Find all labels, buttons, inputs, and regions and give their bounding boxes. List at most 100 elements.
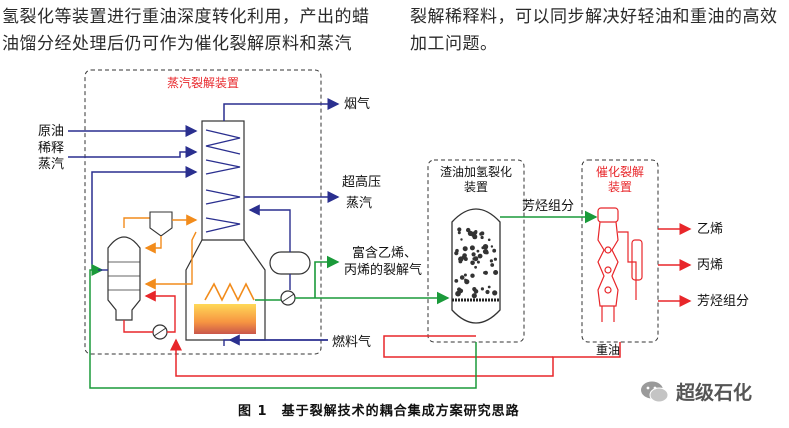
watermark: 超级石化 — [640, 378, 752, 405]
separator-bottom-line — [144, 236, 162, 254]
catalyst-particle — [462, 253, 467, 258]
residue-hydrocracking-unit-box — [427, 159, 525, 343]
catalyst-particle — [454, 279, 459, 283]
burner-flames — [194, 304, 256, 334]
feed-label: 原油 — [38, 124, 64, 139]
propylene-label: 丙烯 — [697, 258, 723, 273]
dilution-steam-line — [68, 146, 198, 158]
catalyst-particle — [458, 259, 463, 264]
heavy-oil-recycle-line — [170, 338, 621, 377]
steam-cracking-unit-title: 蒸汽裂解装置 — [167, 75, 239, 90]
dilution-label-line2: 蒸汽 — [38, 157, 64, 172]
catalyst-particle — [459, 275, 465, 280]
catalyst-particle — [472, 234, 478, 240]
intro-paragraph-left: 氢裂化等装置进行重油深度转化利用，产出的蜡 油馏分经处理后仍可作为催化裂解原料和… — [2, 4, 392, 58]
catalyst-particle — [487, 238, 491, 242]
fuel-gas-line — [223, 339, 328, 346]
fractionation-column — [107, 236, 141, 321]
catalyst-particle — [464, 279, 470, 285]
catalyst-particle — [474, 265, 477, 269]
column-bottoms-line — [123, 320, 153, 333]
catalyst-particle — [476, 260, 480, 264]
return-to-convection-line — [91, 166, 198, 270]
hydro-bottoms-recycle-line — [89, 264, 477, 389]
convection-coil-1 — [205, 129, 241, 155]
catalyst-particle — [458, 288, 464, 294]
hydrocracking-unit-title-line2: 装置 — [464, 180, 488, 194]
aromatics-transfer-label: 芳烃组分 — [522, 199, 574, 214]
figure-caption: 图 1 基于裂解技术的耦合集成方案研究思路 — [238, 404, 520, 419]
catalyst-particle — [466, 227, 471, 233]
steam-drum — [269, 251, 311, 275]
paragraph-line: 氢裂化等装置进行重油深度转化利用，产出的蜡 — [2, 7, 370, 27]
catalyst-particle — [479, 232, 483, 236]
fuel-gas-label: 燃料气 — [332, 334, 371, 350]
catalyst-particle — [471, 293, 477, 299]
heavy-oil-label: 重油 — [596, 343, 620, 357]
catalyst-particle — [485, 289, 490, 295]
overhead-recycle-line — [123, 217, 150, 228]
cracked-gas-label-line2: 丙烯的裂解气 — [344, 262, 422, 278]
catalyst-particle — [490, 263, 495, 267]
paragraph-line: 加工问题。 — [410, 34, 498, 54]
catalyst-particle — [480, 235, 484, 240]
catalyst-particle — [473, 289, 479, 294]
cracked-gas-label-line1: 富含乙烯、 — [352, 245, 417, 261]
catalyst-particle — [460, 238, 463, 241]
catalyst-particle — [490, 245, 494, 248]
catalyst-particle — [493, 270, 499, 275]
catalyst-particle — [470, 273, 475, 278]
watermark-text: 超级石化 — [676, 382, 753, 404]
catalyst-particle — [457, 227, 462, 232]
catalyst-particle — [469, 245, 475, 251]
bottoms-exchanger-symbol — [153, 327, 167, 337]
paragraph-line: 裂解稀释料，可以同步解决好轻油和重油的高效 — [410, 7, 778, 27]
catalyst-particle — [477, 253, 483, 259]
catalyst-particle — [492, 248, 497, 253]
bottoms-recycle-line — [144, 290, 176, 333]
catalyst-particle — [471, 252, 476, 257]
catalyst-bed — [454, 227, 499, 299]
aromatics-product-label: 芳烃组分 — [697, 294, 749, 309]
exchanger-symbol — [281, 293, 295, 303]
catalytic-unit-title-line2: 装置 — [608, 180, 632, 194]
paragraph-line: 油馏分经处理后仍可作为催化裂解原料和蒸汽 — [2, 34, 352, 54]
catalytic-cracking-reactor — [597, 207, 643, 322]
catalyst-particle — [483, 271, 487, 275]
convection-coil-3 — [205, 189, 241, 205]
catalyst-particle — [473, 230, 478, 235]
hp-steam-label-line2: 蒸汽 — [346, 196, 372, 211]
steam-cracking-unit-box — [84, 69, 322, 355]
catalyst-particle — [457, 231, 461, 235]
catalyst-particle — [462, 246, 468, 252]
quench-feed-line — [144, 231, 197, 290]
catalyst-particle — [492, 290, 498, 296]
catalyst-particle — [482, 248, 489, 255]
catalyst-particle — [476, 249, 480, 253]
convection-coil-2 — [205, 159, 241, 175]
cracked-gas-branch — [314, 255, 340, 298]
heavy-oil-to-hydro-line — [383, 335, 553, 358]
radiant-coil — [204, 282, 255, 302]
catalyst-particle — [489, 259, 493, 263]
hydrocracking-unit-title-line1: 渣油加氢裂化 — [440, 164, 512, 179]
dilution-label-line1: 稀释 — [38, 141, 64, 156]
catalyst-particle — [463, 273, 467, 277]
steam-drum-loop — [248, 204, 291, 252]
catalyst-particle — [454, 251, 459, 256]
convection-coil-4 — [205, 217, 241, 233]
catalyst-particle — [480, 287, 484, 291]
catalyst-particle — [472, 257, 476, 261]
catalytic-cracking-unit-box — [581, 159, 659, 343]
catalyst-particle — [482, 244, 489, 250]
catalyst-particle — [470, 260, 475, 266]
hp-steam-label-line1: 超高压 — [342, 174, 381, 190]
catalyst-particle — [493, 257, 497, 261]
flue-gas-label: 烟气 — [344, 96, 370, 112]
separator-vessel — [149, 211, 173, 237]
ethylene-label: 乙烯 — [697, 222, 723, 237]
catalyst-particle — [487, 285, 491, 289]
flue-gas-line — [223, 98, 340, 121]
intro-paragraph-right: 裂解稀释料，可以同步解决好轻油和重油的高效 加工问题。 — [410, 4, 789, 58]
